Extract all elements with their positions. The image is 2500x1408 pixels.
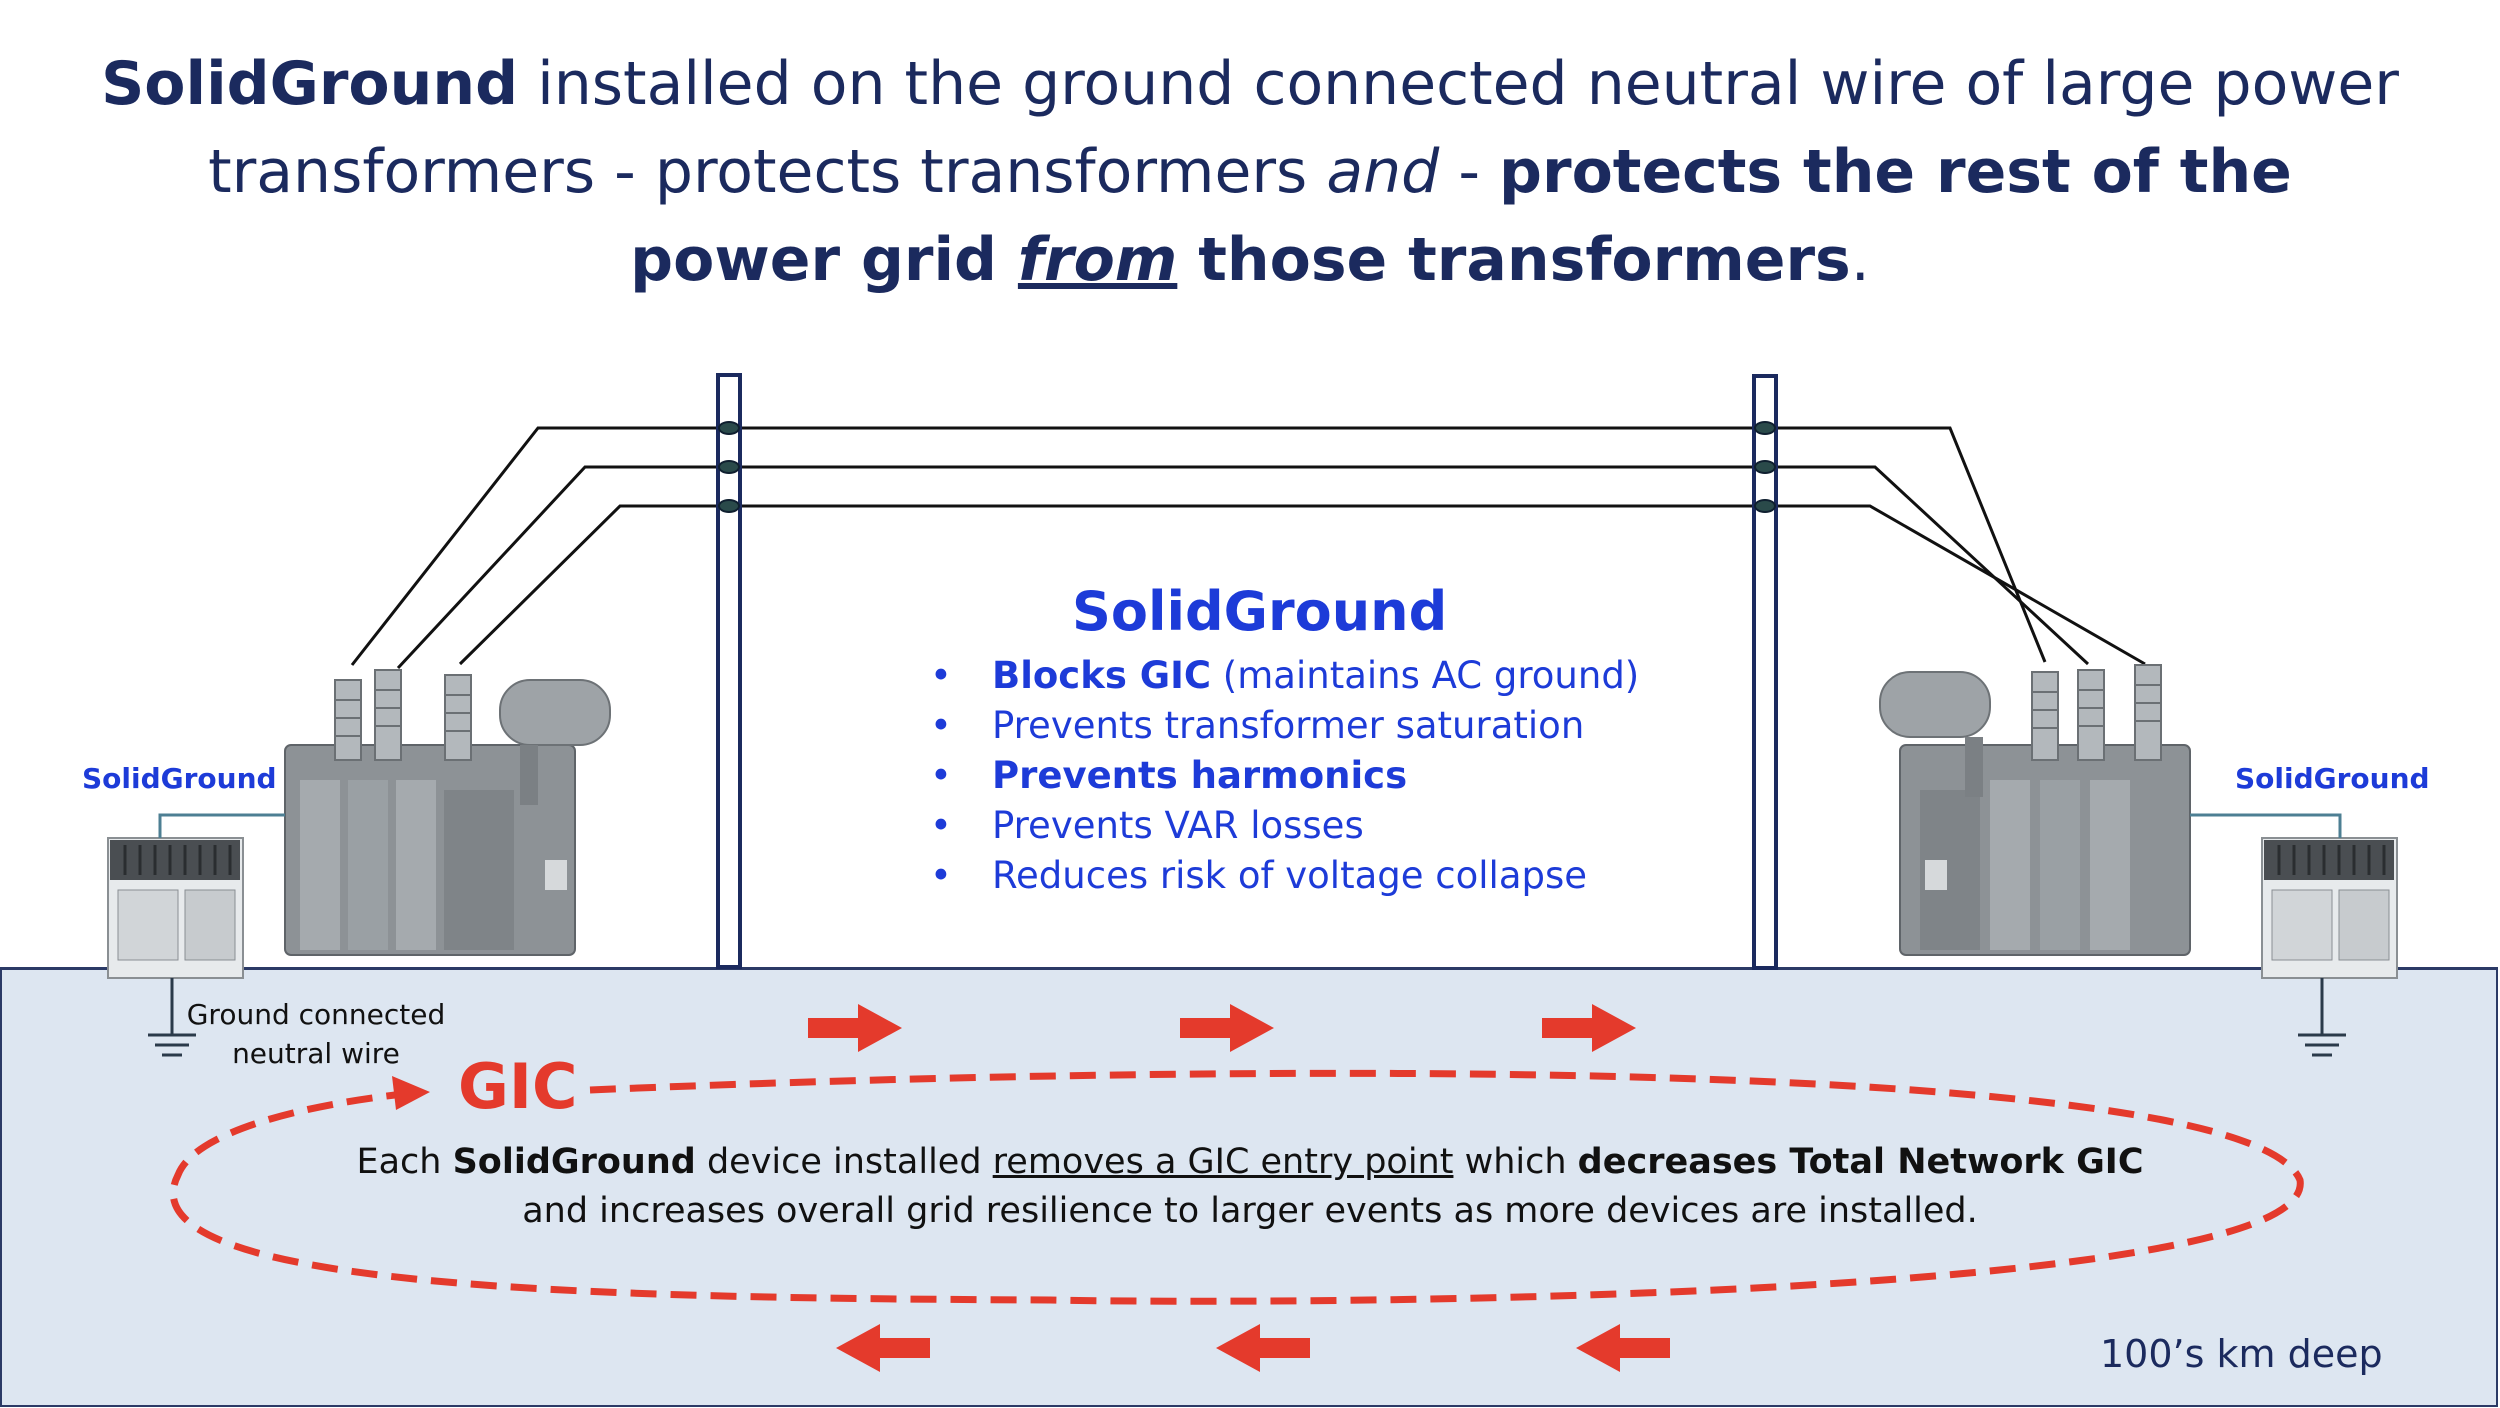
neutral-wire-label: Ground connected neutral wire — [186, 995, 446, 1073]
neutral-wire-right — [2190, 813, 2342, 838]
gic-loop-dashed — [169, 1069, 2304, 1305]
headline-from: from — [1017, 225, 1178, 295]
note-bold: decreases Total Network GIC — [1577, 1142, 2144, 1182]
neutral-wire-left — [158, 813, 285, 838]
network-gic-note: Each SolidGround device installed remove… — [330, 1138, 2170, 1236]
headline-dash: - — [1439, 137, 1500, 207]
transmission-lines — [350, 426, 2146, 670]
benefit-item: Prevents VAR losses — [930, 801, 1730, 851]
depth-label: 100’s km deep — [2100, 1332, 2383, 1376]
benefit-text: Reduces risk of voltage collapse — [992, 854, 1588, 897]
headline-protects: protects the rest of the power grid — [630, 137, 2292, 295]
benefit-text: Prevents transformer saturation — [992, 704, 1585, 747]
solidground-label-right: SolidGround — [2235, 762, 2430, 795]
gic-loop-arrowhead — [392, 1076, 430, 1110]
note-underline: removes a GIC entry point — [992, 1142, 1454, 1182]
note-text: which — [1453, 1142, 1578, 1182]
headline: SolidGround installed on the ground conn… — [100, 40, 2400, 304]
transformer-left-icon — [284, 669, 611, 956]
transformer-right-icon — [1879, 664, 2191, 956]
benefit-item: Prevents harmonics — [930, 751, 1730, 801]
gic-flow-arrows-right — [808, 1004, 1636, 1052]
line-insulators — [718, 421, 1776, 513]
note-text: Each — [356, 1142, 453, 1182]
solidground-device-right-icon — [2261, 837, 2398, 979]
benefit-bold: Blocks GIC — [992, 654, 1212, 697]
headline-and: and — [1326, 137, 1440, 207]
note-line1: Each SolidGround device installed remove… — [330, 1138, 2170, 1187]
benefit-item: Blocks GIC (maintains AC ground) — [930, 651, 1730, 701]
benefit-text: Prevents VAR losses — [992, 804, 1364, 847]
ground-symbol-left-icon — [148, 978, 196, 1057]
headline-those-transformers: those transformers — [1177, 225, 1851, 295]
note-brand: SolidGround — [452, 1142, 696, 1182]
neutral-label-line2: neutral wire — [232, 1037, 400, 1070]
gic-flow-arrows-left — [836, 1324, 1670, 1372]
headline-brand: SolidGround — [101, 49, 519, 119]
benefit-item: Reduces risk of voltage collapse — [930, 851, 1730, 901]
benefit-bold: Prevents harmonics — [992, 754, 1408, 797]
headline-text-1: installed on the ground connected neutra… — [208, 49, 2399, 207]
ground-symbol-right-icon — [2298, 978, 2346, 1057]
benefits-list: Blocks GIC (maintains AC ground) Prevent… — [930, 651, 1730, 901]
solidground-benefits-panel: SolidGround Blocks GIC (maintains AC gro… — [930, 580, 1730, 901]
benefits-heading: SolidGround — [1072, 580, 1448, 643]
note-text: device installed — [695, 1142, 993, 1182]
solidground-label-left: SolidGround — [82, 762, 277, 795]
note-line2: and increases overall grid resilience to… — [522, 1191, 1978, 1231]
benefit-text: (maintains AC ground) — [1211, 654, 1640, 697]
solidground-device-left-icon — [107, 837, 244, 979]
headline-period: . — [1850, 225, 1870, 295]
tower-right — [1752, 374, 1778, 970]
neutral-label-line1: Ground connected — [186, 998, 446, 1031]
tower-left — [716, 373, 742, 969]
benefit-item: Prevents transformer saturation — [930, 701, 1730, 751]
gic-label: GIC — [458, 1050, 578, 1123]
